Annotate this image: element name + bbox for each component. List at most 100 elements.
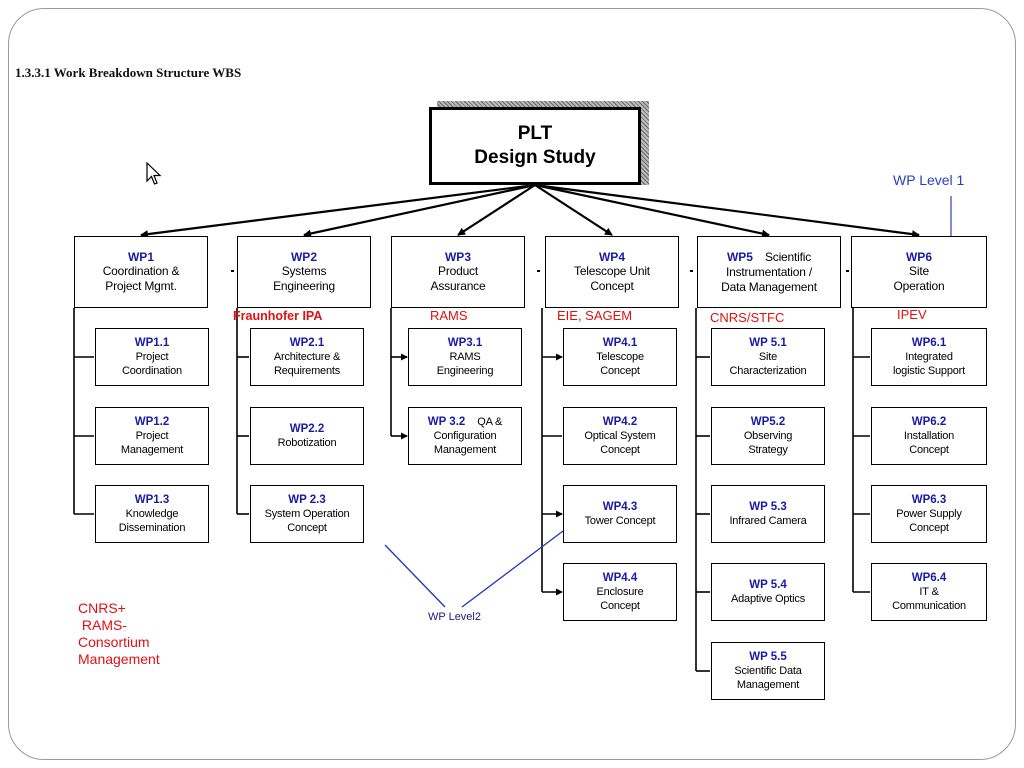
root-box-plt-design-study: PLT Design Study [429,107,641,185]
wp-title-line: System Operation [264,508,350,520]
wp-title-part: Scientific [764,249,812,264]
wp-title-line: Observing [743,430,793,442]
wp-code: WP6 [905,250,932,264]
wp-title-line: Knowledge [125,508,179,520]
wp-code: WP5 [726,249,753,264]
wp-title-line: Coordination & [102,264,180,278]
wp3-partner-label: RAMS [430,308,468,323]
wp-title-line: Enclosure [596,586,644,598]
wp-title-line: Strategy [748,444,788,456]
wp-title-line: Site [909,264,929,278]
wp-title-line: Robotization [277,437,337,449]
wp-title-line: Optical System [584,430,656,442]
wp-code: WP6.3 [911,494,947,506]
root-to-wp1-arrow [140,183,536,239]
wp-title-line: Management [736,679,800,691]
wp-code: WP4.2 [602,416,638,428]
wp-title-line: Coordination [122,365,182,377]
wp-title-line: Site [758,351,778,363]
wp-code: WP4.4 [602,572,638,584]
wp-title-line: Engineering [273,279,335,293]
wp-code: WP4.1 [602,337,638,349]
level-2-pointer-right [461,530,564,608]
wp-title-line: Engineering [436,365,494,377]
wp-code: WP2.1 [289,337,325,349]
wp-title-line: Concept [600,444,640,456]
wp-code: WP1 [127,250,154,264]
wp5-partner-label: CNRS/STFC [710,310,785,325]
wp-title-line: Project Mgmt. [105,279,177,293]
wp-title-line: RAMS [449,351,481,363]
wp-code: WP 3.2 [427,416,466,428]
wp-code: WP1.2 [134,416,170,428]
wp-title-line: Communication [892,600,966,612]
wp4-partner-label: EIE, SAGEM [557,308,633,323]
wp-title-line: Assurance [430,279,486,293]
wp-title-line: Management [120,444,184,456]
wp-title-line: Instrumentation / [726,264,812,279]
wp-title-line: Infrared Camera [729,515,807,527]
wp-title-line: logistic Support [892,365,965,377]
wp-code: WP 2.3 [288,494,326,506]
wp-title-part: QA & [477,416,503,428]
wp-title-line: Scientific Data [734,665,802,677]
root-to-wp5-arrow [534,183,770,238]
wp-title-line: Project [135,430,169,442]
wp-code: WP3 [444,250,471,264]
wp2-partner-label: Fraunhofer IPA [233,309,323,323]
wp-code: WP6.4 [911,572,947,584]
wp-level-2-label: WP Level2 [428,611,481,623]
wp-title-line: Architecture & [273,351,341,363]
wp-title-line: Adaptive Optics [730,593,806,605]
wp-title-line: Characterization [729,365,807,377]
wp-title-line: Integrated [905,351,953,363]
wp-title-line: Concept [287,522,327,534]
wp-title-line: Telescope [596,351,644,363]
wp-code: WP4 [598,250,625,264]
wp-code: WP2 [290,250,317,264]
wp6-partner-label: IPEV [897,307,927,322]
wp-code: WP4.3 [602,501,638,513]
root-to-wp4-arrow [534,184,613,236]
wp-code: WP2.2 [289,423,325,435]
consortium-note: CNRS+ RAMS- Consortium Management [78,600,160,667]
wp-code: WP3.1 [447,337,483,349]
mouse-pointer-icon [146,162,162,185]
wp-level-1-label: WP Level 1 [893,172,965,188]
wp-title-line: Concept [600,600,640,612]
wp-title-line: Data Management [721,279,817,294]
wp-title-line: IT & [919,586,939,598]
wp-title-line: Product [438,264,478,278]
root-to-wp6-arrow [534,183,920,239]
wp-title-line: Dissemination [118,522,186,534]
section-heading: 1.3.3.1 Work Breakdown Structure WBS [15,65,242,80]
wp-title-line: Installation [903,430,955,442]
wp-code: WP1.3 [134,494,170,506]
wp-code: WP6.2 [911,416,947,428]
wp-title-line: Operation [893,279,945,293]
wp-title-line: Telescope Unit [574,264,650,278]
root-subtitle: Design Study [474,147,596,168]
wp-title-line: Management [433,444,497,456]
wp-code: WP1.1 [134,337,170,349]
